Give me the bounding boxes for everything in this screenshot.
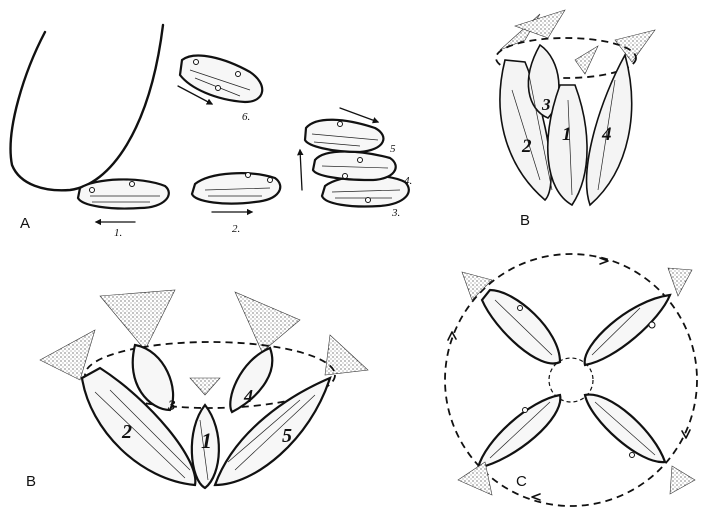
step-1-label: 1. xyxy=(114,227,122,239)
panel-b-bottom: 2 3 1 4 5 B xyxy=(26,290,368,490)
cell-b4-number: 4 xyxy=(243,386,253,406)
substrate-curve xyxy=(11,25,163,190)
flagellum-b1 xyxy=(40,330,95,380)
panel-b-top: 2 3 1 4 B xyxy=(496,10,655,229)
flagellum-4 xyxy=(615,30,655,62)
flagellum-c3 xyxy=(458,462,492,495)
cell-b3-number: 3 xyxy=(167,398,176,414)
cell-c-sw xyxy=(478,395,560,468)
cell-b1-number: 1 xyxy=(201,428,212,453)
vertical-arrow xyxy=(300,150,302,190)
cell-1-number: 1 xyxy=(562,124,572,145)
flagellum-b3 xyxy=(235,292,300,352)
cell-b5-number: 5 xyxy=(282,425,292,447)
flagellum-b4 xyxy=(325,335,368,375)
cell-4-number: 4 xyxy=(601,124,612,145)
flagellum-b2 xyxy=(100,290,175,350)
cell-2-number: 2 xyxy=(521,136,532,157)
step-6-cell xyxy=(178,56,262,104)
step-1-cell xyxy=(78,179,169,222)
cell-c-nw xyxy=(482,290,560,364)
panel-a: 1. 2. 5 4. xyxy=(11,25,413,239)
step-4-label: 4. xyxy=(404,175,412,187)
step-2-cell xyxy=(192,173,280,213)
flagellum-c4 xyxy=(670,466,695,494)
panel-c-label: C xyxy=(516,473,527,490)
flagellum-3 xyxy=(575,46,598,74)
orbit-arrow-bottom xyxy=(532,494,540,500)
step-4-cell xyxy=(313,152,396,181)
cell-1 xyxy=(548,85,587,205)
panel-b-top-label: B xyxy=(520,212,530,229)
flagellum-b5 xyxy=(190,378,220,395)
cell-3-number: 3 xyxy=(541,95,551,114)
step-5-cell xyxy=(305,120,383,152)
panel-c: C xyxy=(445,254,697,506)
flagellum-c2 xyxy=(668,268,692,296)
step-3-label: 3. xyxy=(391,207,400,219)
cell-c-ne xyxy=(585,295,670,365)
panel-a-label: A xyxy=(20,215,30,232)
panel-b-bottom-label: B xyxy=(26,473,36,490)
step-5-label: 5 xyxy=(390,143,396,155)
step-2-label: 2. xyxy=(232,223,240,235)
cell-b2-number: 2 xyxy=(121,421,132,443)
step-6-label: 6. xyxy=(242,111,250,123)
